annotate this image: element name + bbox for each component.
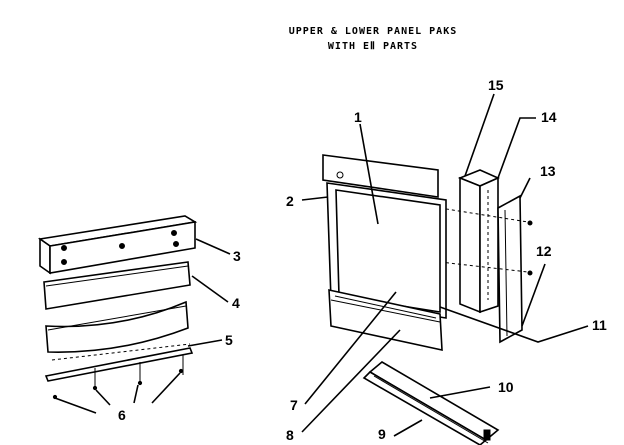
callout-12: 12 <box>536 243 552 259</box>
part-13-side-strip <box>497 194 523 344</box>
callout-6: 6 <box>118 407 126 423</box>
callout-10: 10 <box>498 379 514 395</box>
diagram-title-line1: UPPER & LOWER PANEL PAKS <box>288 26 458 37</box>
callout-4: 4 <box>232 295 240 311</box>
callout-13: 13 <box>540 163 556 179</box>
part-3-trim-bar <box>37 215 198 275</box>
part-6-strip-clips <box>44 343 194 400</box>
callout-11: 11 <box>592 317 607 333</box>
part-5-curved-panel <box>45 300 189 353</box>
part-12-screws <box>439 207 533 276</box>
callout-8: 8 <box>286 427 294 443</box>
callout-15: 15 <box>488 77 504 93</box>
callout-3: 3 <box>233 248 241 264</box>
part-1-door-panel <box>322 154 447 319</box>
diagram-title-line2: WITH EⅡ PARTS <box>327 41 419 52</box>
callout-1: 1 <box>354 109 362 125</box>
part-4-panel <box>43 261 191 310</box>
callout-5: 5 <box>225 332 233 348</box>
leader-lines <box>54 93 589 437</box>
callout-14: 14 <box>541 109 557 125</box>
callout-2: 2 <box>286 193 294 209</box>
part-8-kick-panel <box>328 288 443 352</box>
callout-9: 9 <box>378 426 386 442</box>
part-9-10-channel <box>362 361 500 445</box>
callout-7: 7 <box>290 397 298 413</box>
